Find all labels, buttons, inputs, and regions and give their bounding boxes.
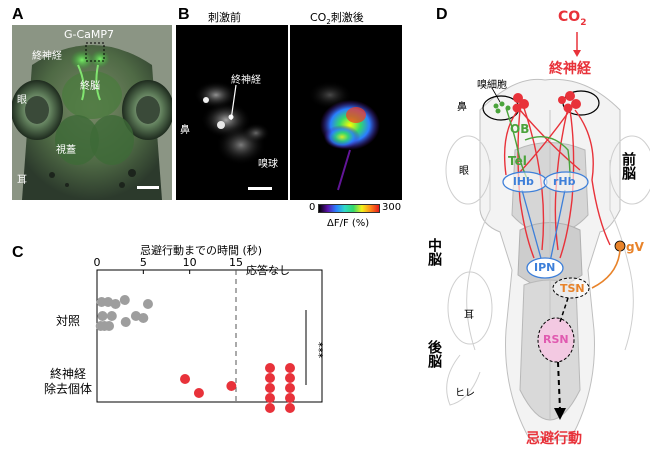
scale-bar bbox=[137, 186, 159, 189]
control-point bbox=[120, 317, 131, 327]
ablated-point bbox=[180, 374, 191, 384]
colorbar-max: 300 bbox=[382, 202, 402, 213]
node-tsn-label: TSN bbox=[560, 282, 585, 295]
chart-c: 0 5 10 15 *** bbox=[94, 256, 325, 413]
node-tel-label: Tel bbox=[508, 154, 527, 168]
panel-b-before-image: 終神経 鼻 嗅球 bbox=[176, 25, 288, 200]
significance-stars: *** bbox=[312, 342, 325, 359]
ablated-no-response-point bbox=[285, 373, 295, 383]
ablated-no-response-point bbox=[265, 373, 275, 383]
rhb-node bbox=[543, 171, 589, 193]
node-gv-label: gV bbox=[626, 240, 644, 254]
co2-stimulus-label: CO2 bbox=[558, 9, 587, 28]
output-arrowhead bbox=[554, 408, 566, 420]
before-label: 刺激前 bbox=[208, 11, 241, 24]
ipn-node bbox=[526, 257, 564, 279]
eye-outline bbox=[445, 135, 491, 205]
avoidance-output-label: 忌避行動 bbox=[526, 431, 582, 447]
x-tick-label: 15 bbox=[229, 256, 243, 269]
x-tick-label: 0 bbox=[94, 256, 101, 269]
eye-label-d: 眼 bbox=[459, 166, 469, 177]
label-nerve-b: 終神経 bbox=[231, 75, 261, 86]
control-point bbox=[106, 311, 117, 321]
ablated-no-response-point bbox=[285, 403, 295, 413]
fin-label-d: ヒレ bbox=[455, 388, 475, 399]
x-tick-label: 5 bbox=[140, 256, 147, 269]
node-rhb-label: rHb bbox=[553, 175, 576, 188]
ear-outline bbox=[447, 271, 493, 345]
brain-circuit-diagram bbox=[445, 32, 650, 441]
label-eye-a: 眼 bbox=[17, 95, 27, 106]
panel-label-c: C bbox=[12, 244, 24, 261]
ablated-no-response-point bbox=[265, 393, 275, 403]
indicator-label: G-CaMP7 bbox=[64, 28, 115, 41]
plot-frame bbox=[96, 269, 323, 403]
scale-bar bbox=[248, 187, 272, 190]
nose-label-d: 鼻 bbox=[457, 102, 467, 113]
ear-label-d: 耳 bbox=[464, 310, 474, 321]
row-control-label: 対照 bbox=[56, 314, 81, 328]
tsn-node bbox=[552, 277, 590, 299]
terminal-nerve-projections bbox=[503, 107, 611, 259]
ablated-point bbox=[193, 388, 204, 398]
ablated-no-response-point bbox=[265, 403, 275, 413]
gv-node bbox=[614, 240, 626, 252]
colorbar-unit: ΔF/F (%) bbox=[327, 218, 370, 229]
panel-a-image: G-CaMP7 終神経 終脳 眼 視蓋 耳 bbox=[12, 25, 172, 200]
colorbar bbox=[318, 204, 380, 213]
panel-b-after-image bbox=[290, 25, 402, 200]
label-bulb-b: 嗅球 bbox=[258, 159, 278, 170]
rsn-node bbox=[537, 317, 575, 363]
control-point bbox=[110, 299, 121, 309]
control-point bbox=[119, 295, 130, 305]
after-label: CO2刺激後 bbox=[310, 11, 364, 27]
habenula-ipn-pathway bbox=[521, 189, 566, 263]
control-point bbox=[138, 313, 149, 323]
label-nerve-a: 終神経 bbox=[32, 51, 62, 62]
label-ear-a: 耳 bbox=[17, 175, 27, 186]
ablated-no-response-point bbox=[265, 363, 275, 373]
ablated-no-response-point bbox=[285, 363, 295, 373]
x-tick-label: 10 bbox=[183, 256, 197, 269]
terminal-nerve-cells bbox=[512, 91, 581, 113]
ablated-no-response-point bbox=[265, 383, 275, 393]
control-point bbox=[104, 321, 115, 331]
label-brain-a: 終脳 bbox=[80, 81, 100, 92]
forebrain-label: 前脳 bbox=[620, 152, 636, 180]
node-rsn-label: RSN bbox=[543, 333, 569, 346]
ablated-no-response-point bbox=[285, 393, 295, 403]
ablated-no-response-point bbox=[285, 383, 295, 393]
midbrain-label: 中脳 bbox=[426, 238, 442, 266]
terminal-nerve-label-d: 終神経 bbox=[549, 61, 591, 77]
row-ablated-label-2: 除去個体 bbox=[44, 382, 93, 396]
node-ob-label: OB bbox=[510, 122, 530, 136]
node-ipn-label: IPN bbox=[534, 261, 556, 274]
panel-label-a: A bbox=[12, 6, 24, 23]
panel-label-b: B bbox=[178, 6, 190, 23]
olfactory-cell-label: 嗅細胞 bbox=[477, 80, 507, 91]
control-point bbox=[97, 311, 108, 321]
fin-outline bbox=[446, 354, 481, 406]
node-lhb-label: lHb bbox=[513, 175, 534, 188]
ablated-point bbox=[226, 381, 237, 391]
output-path bbox=[557, 361, 561, 411]
panel-label-d: D bbox=[436, 6, 448, 23]
zebrafish-head-fluorescence-image bbox=[12, 25, 172, 200]
chart-xlabel: 忌避行動までの時間 (秒) bbox=[140, 244, 263, 257]
row-ablated-label-1: 終神経 bbox=[50, 367, 87, 381]
hindbrain-label: 後脳 bbox=[426, 340, 442, 368]
colorbar-min: 0 bbox=[309, 202, 316, 213]
co2-arrow bbox=[573, 50, 581, 57]
label-nose-b: 鼻 bbox=[180, 125, 190, 136]
label-tectum-a: 視蓋 bbox=[56, 145, 76, 156]
control-point bbox=[142, 299, 153, 309]
control-point bbox=[95, 321, 106, 331]
